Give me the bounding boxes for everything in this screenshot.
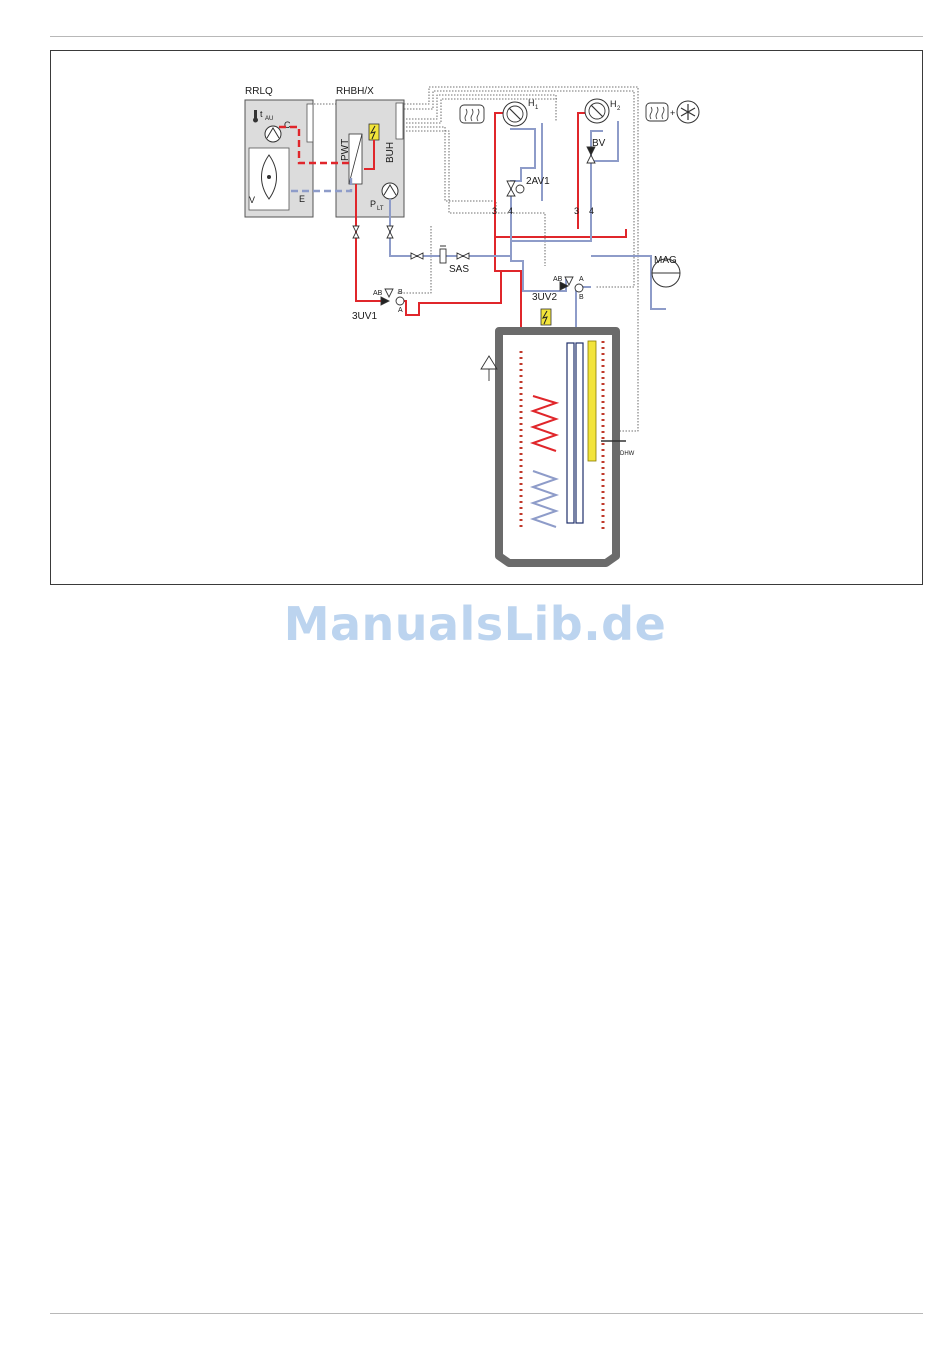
valve-icon — [411, 253, 423, 259]
valve-icon — [387, 226, 393, 238]
backup-heater-label: BUH — [385, 142, 396, 163]
valve-2av1-label: 2AV1 — [526, 176, 550, 187]
port-3a-label: 3 — [492, 206, 497, 216]
h2-sub: 2 — [617, 106, 621, 112]
valve-ab-label: AB — [373, 290, 383, 297]
h1-label: H — [528, 98, 535, 108]
compressor-label: C — [284, 120, 291, 130]
h1-sub: 1 — [535, 105, 539, 111]
valve-3uv1-label: 3UV1 — [352, 311, 377, 322]
header-rule — [50, 36, 923, 37]
outdoor-unit-label: RRLQ — [245, 86, 273, 97]
sas-label: SAS — [449, 264, 469, 275]
footer-rule — [50, 1313, 923, 1314]
indoor-unit-label: RHBH/X — [336, 86, 374, 97]
pump-sub: LT — [377, 206, 384, 212]
storage-tank — [481, 309, 626, 563]
valve-3uv2-label: 3UV2 — [532, 292, 557, 303]
fan-label: V — [249, 195, 255, 205]
valve-a-label: A — [398, 307, 403, 314]
h2-label: H — [610, 99, 617, 109]
valve-icon — [457, 253, 469, 259]
sas-filter-icon — [440, 246, 446, 263]
diagram-frame: RRLQ t AU C V E RHBH/X PWT BUH P LT — [50, 50, 923, 585]
pump-label: P — [370, 199, 376, 209]
valve-b-label: B — [398, 289, 403, 296]
hydraulic-diagram: RRLQ t AU C V E RHBH/X PWT BUH P LT — [51, 51, 924, 586]
watermark: ManualsLib.de — [0, 597, 950, 651]
port-3b-label: 3 — [574, 206, 579, 216]
port-4a-label: 4 — [508, 206, 513, 216]
dhw-label: DHW — [620, 451, 635, 457]
outdoor-temp-sub: AU — [265, 116, 273, 122]
valve2-a-label: A — [579, 276, 584, 283]
port-4b-label: 4 — [589, 206, 594, 216]
valve-icon — [353, 226, 359, 238]
bypass-label: BV — [592, 138, 606, 149]
plate-hx-label: PWT — [340, 139, 351, 161]
valve2-ab-label: AB — [553, 276, 563, 283]
mag-label: MAG — [654, 255, 677, 266]
expansion-label: E — [299, 194, 305, 204]
valve2-b-label: B — [579, 294, 584, 301]
drain-icon — [481, 356, 497, 369]
plus-label: + — [670, 108, 675, 118]
